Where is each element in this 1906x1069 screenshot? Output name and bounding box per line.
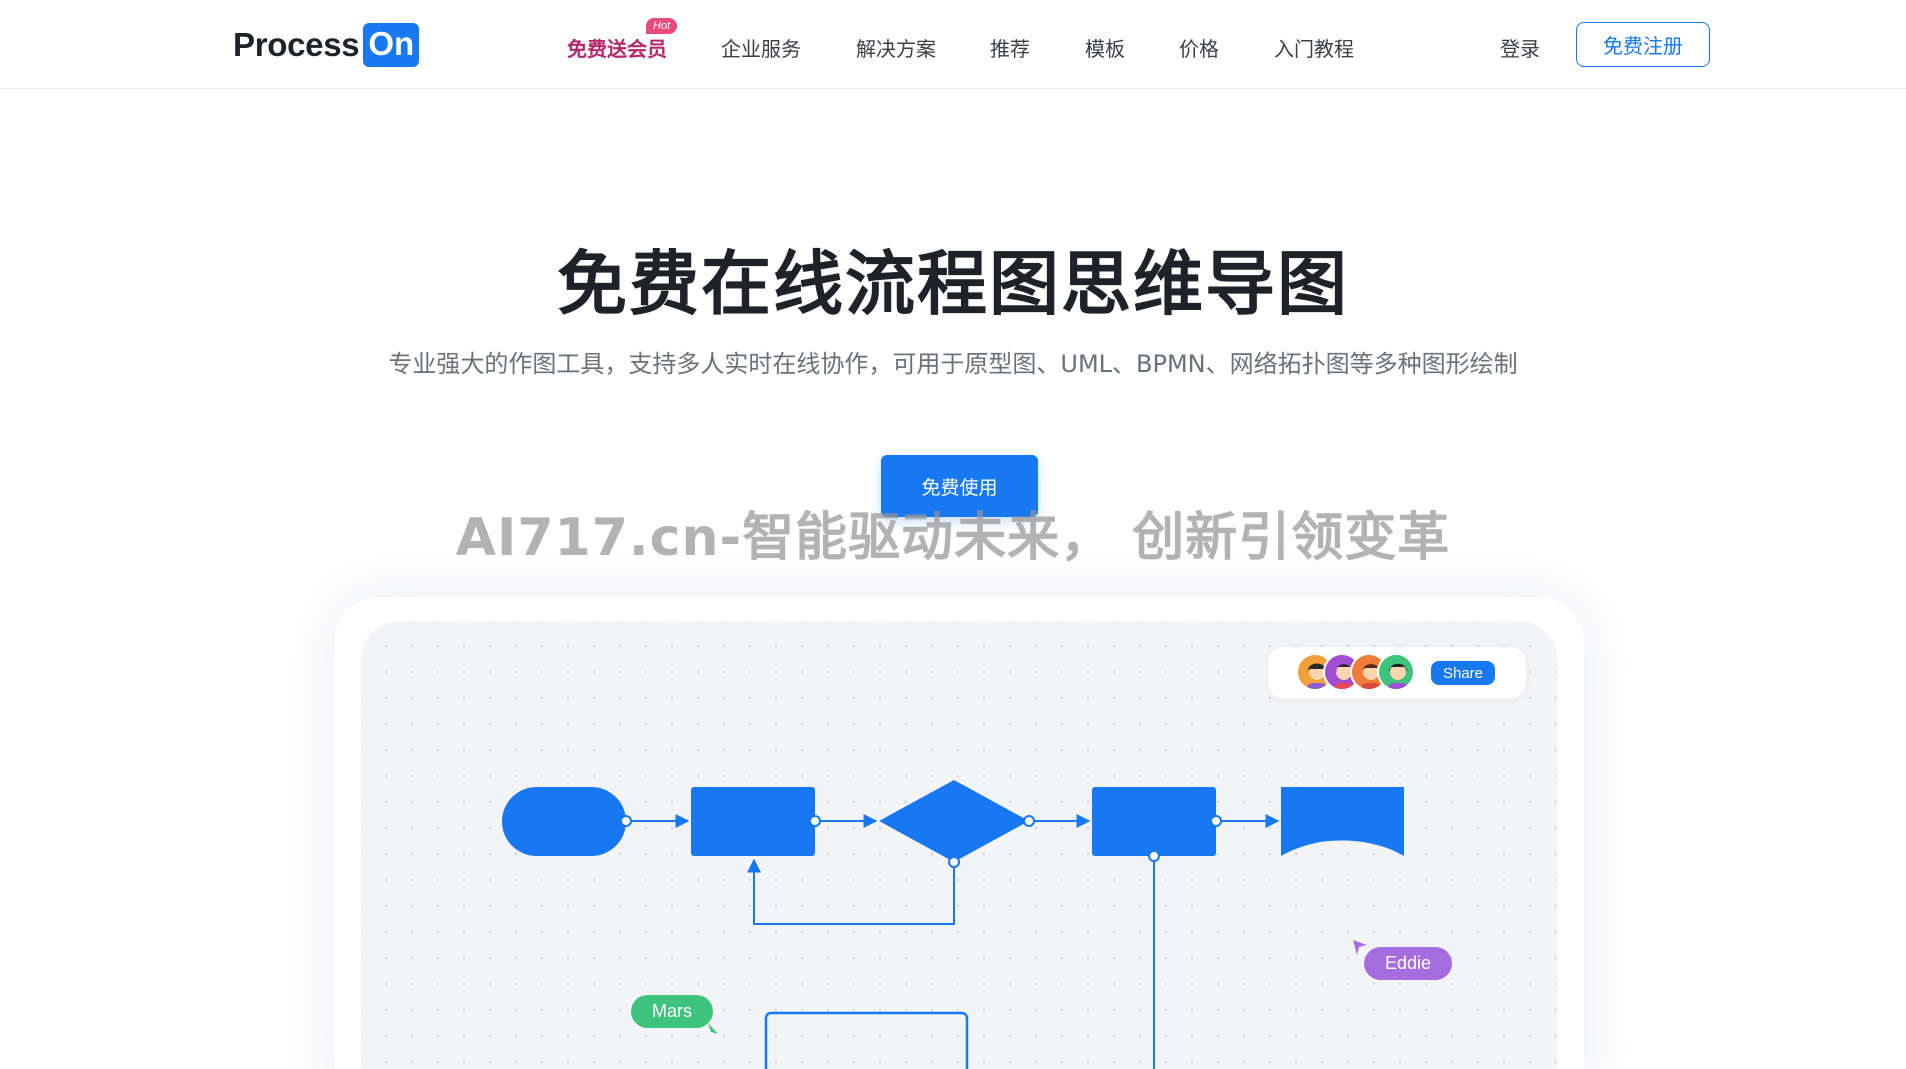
collaborator-tag-eddie: Eddie xyxy=(1364,947,1453,980)
collaborator-tag-mars: Mars xyxy=(631,995,713,1028)
flow-process-1[interactable] xyxy=(691,787,815,856)
nav-item-templates[interactable]: 模板 xyxy=(1085,37,1125,61)
nav-item-solutions[interactable]: 解决方案 xyxy=(856,37,936,61)
nav-item-free-membership[interactable]: 免费送会员 xyxy=(567,37,667,61)
free-use-button[interactable]: 免费使用 xyxy=(881,455,1038,517)
hero-subtitle: 专业强大的作图工具，支持多人实时在线协作，可用于原型图、UML、BPMN、网络拓… xyxy=(388,350,1518,378)
logo-text-process: Process xyxy=(233,25,360,63)
register-button[interactable]: 免费注册 xyxy=(1576,22,1710,67)
logo-text-on: On xyxy=(363,22,420,67)
flow-document[interactable] xyxy=(1281,787,1404,856)
hot-badge: Hot xyxy=(646,18,678,34)
nav-item-pricing[interactable]: 价格 xyxy=(1179,37,1219,61)
connector-loop xyxy=(747,858,955,925)
site-header: Process On 免费送会员 Hot 企业服务 解决方案 推荐 模板 价格 … xyxy=(0,0,1906,89)
connection-points xyxy=(620,815,1222,868)
login-link[interactable]: 登录 xyxy=(1500,37,1540,61)
eddie-cursor-icon xyxy=(1353,940,1367,955)
flow-terminator[interactable] xyxy=(502,787,626,856)
flow-decision[interactable] xyxy=(879,780,1029,862)
flow-process-2[interactable] xyxy=(1092,787,1216,856)
nav-item-tutorial[interactable]: 入门教程 xyxy=(1274,37,1354,61)
watermark-text: AI717.cn-智能驱动未来， 创新引领变革 xyxy=(455,508,1451,568)
nav-item-enterprise[interactable]: 企业服务 xyxy=(721,37,801,61)
avatar[interactable] xyxy=(1377,653,1415,691)
hero-title: 免费在线流程图思维导图 xyxy=(557,243,1349,325)
flow-process-3[interactable] xyxy=(764,1011,969,1069)
processon-logo[interactable]: Process On xyxy=(233,21,420,68)
nav-item-recommend[interactable]: 推荐 xyxy=(990,37,1030,61)
mars-cursor-icon xyxy=(708,1023,718,1034)
share-button[interactable]: Share xyxy=(1431,661,1495,685)
